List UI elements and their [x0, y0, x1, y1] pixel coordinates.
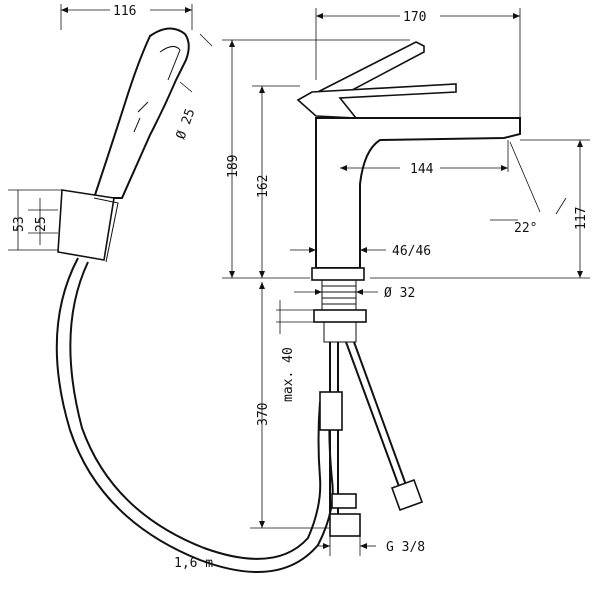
dim-370-label: 370 — [256, 403, 271, 426]
dim-53-25: 53 25 — [8, 189, 62, 251]
dim-d25: Ø 25 — [174, 33, 213, 142]
dim-189-162: 189 162 — [222, 39, 410, 279]
dim-g38: G 3/8 — [318, 536, 425, 556]
hose-length-label: 1,6 m — [174, 556, 213, 571]
dim-d32: Ø 32 — [294, 286, 415, 301]
dim-d32-label: Ø 32 — [384, 286, 415, 301]
dim-53-label: 53 — [12, 216, 27, 232]
dim-angle-label: 22° — [514, 221, 537, 236]
dim-170-label: 170 — [403, 10, 426, 25]
dim-25-label: 25 — [34, 216, 49, 232]
dim-370: 370 — [250, 282, 330, 529]
dim-116-label: 116 — [113, 4, 136, 19]
dim-117-label: 117 — [574, 207, 589, 230]
dim-g38-label: G 3/8 — [386, 540, 425, 555]
dim-angle: 22° — [490, 141, 567, 236]
dim-117: 117 — [370, 139, 590, 279]
dim-144-label: 144 — [410, 162, 434, 177]
hand-shower — [55, 27, 334, 573]
dim-max40: max. 40 — [276, 300, 314, 402]
dim-d25-label: Ø 25 — [174, 107, 199, 142]
dim-46-label: 46/46 — [392, 244, 431, 259]
dim-189-label: 189 — [226, 155, 241, 178]
dim-144: 144 — [340, 140, 509, 177]
dim-max40-label: max. 40 — [281, 347, 296, 402]
faucet — [296, 41, 521, 537]
dim-46: 46/46 — [290, 244, 431, 259]
dim-116: 116 — [60, 4, 193, 30]
dim-162-label: 162 — [256, 175, 271, 198]
dim-170: 170 — [315, 8, 521, 118]
